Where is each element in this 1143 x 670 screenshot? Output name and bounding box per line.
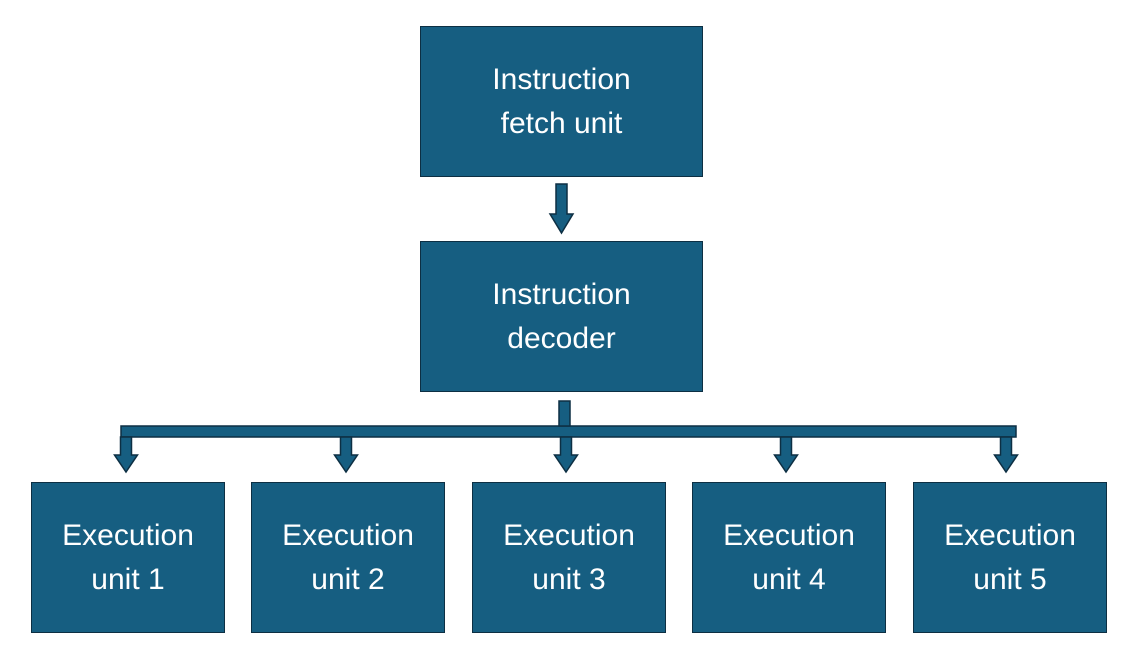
arrow-to-execution-unit-2	[333, 436, 359, 474]
decoder-trunk	[558, 400, 571, 427]
execution-unit-3-node: Execution unit 3	[472, 482, 666, 633]
execution-unit-1-node: Execution unit 1	[31, 482, 225, 633]
execution-unit-4-node: Execution unit 4	[692, 482, 886, 633]
arrow-to-execution-unit-1	[113, 436, 139, 474]
arrow-to-execution-unit-5	[993, 436, 1019, 474]
arrow-to-execution-unit-4	[773, 436, 799, 474]
arrow-fetch-to-decoder	[548, 183, 575, 235]
execution-unit-2-node: Execution unit 2	[251, 482, 445, 633]
execution-unit-5-node: Execution unit 5	[913, 482, 1107, 633]
instruction-fetch-unit-node: Instruction fetch unit	[420, 26, 703, 177]
distribution-bus	[120, 425, 1017, 438]
instruction-decoder-node: Instruction decoder	[420, 241, 703, 392]
arrow-to-execution-unit-3	[553, 436, 579, 474]
